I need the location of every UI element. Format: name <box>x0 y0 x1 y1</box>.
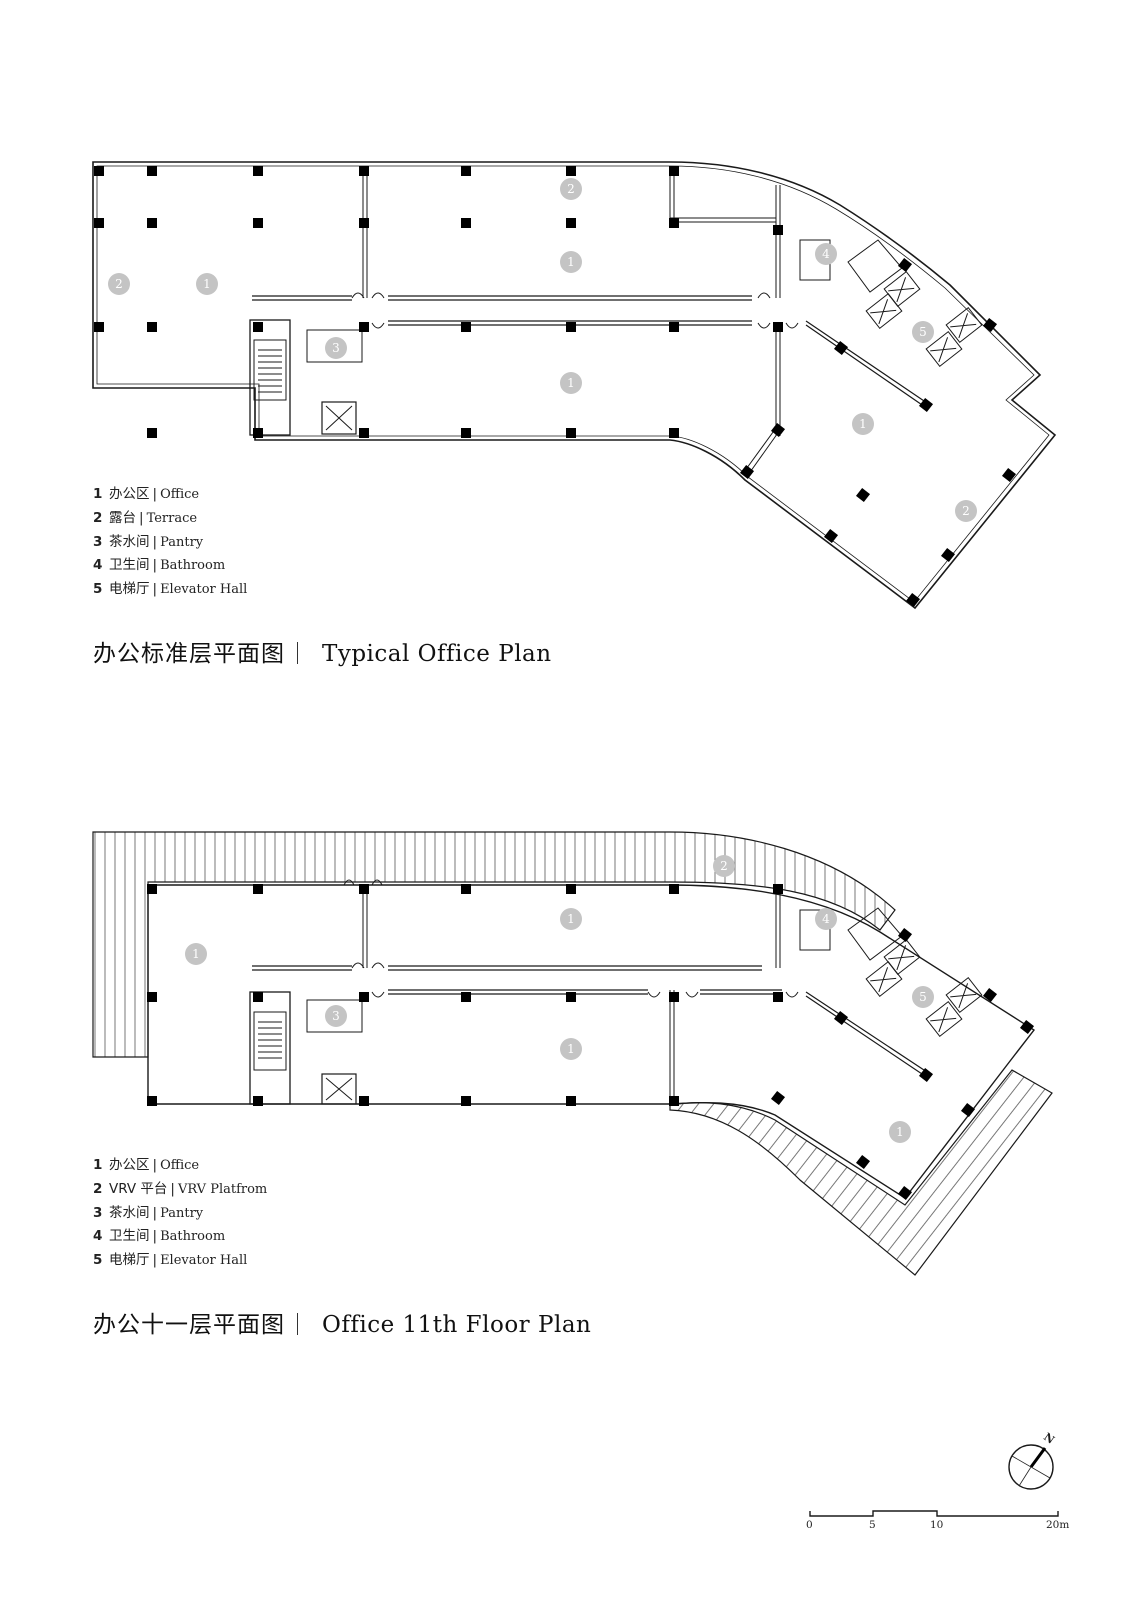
room-marker: 1 <box>560 1038 582 1060</box>
north-label: N <box>1041 1430 1057 1447</box>
svg-text:4: 4 <box>822 247 830 261</box>
scale-tick-label: 20m <box>1046 1519 1070 1531</box>
svg-text:1: 1 <box>567 255 575 269</box>
room-marker: 1 <box>889 1121 911 1143</box>
room-marker: 1 <box>196 273 218 295</box>
svg-text:3: 3 <box>332 341 340 355</box>
eleventh-plan-title: 办公十一层平面图 Office 11th Floor Plan <box>93 1305 591 1339</box>
svg-text:2: 2 <box>115 277 123 291</box>
typical-plan-title: 办公标准层平面图 Typical Office Plan <box>93 634 552 668</box>
scale-tick-label: 0 <box>806 1519 813 1531</box>
room-marker: 1 <box>185 943 207 965</box>
svg-text:1: 1 <box>567 376 575 390</box>
scale-tick-label: 5 <box>869 1519 876 1531</box>
title-divider <box>297 1313 298 1335</box>
room-marker: 1 <box>560 372 582 394</box>
room-marker: 2 <box>713 855 735 877</box>
typical-office-floor-plan: 2 1 2 1 1 3 4 5 1 2 <box>92 161 1057 610</box>
svg-text:2: 2 <box>962 504 970 518</box>
svg-text:1: 1 <box>203 277 211 291</box>
room-marker: 3 <box>325 337 347 359</box>
room-markers: 2 1 2 1 1 3 4 5 1 2 <box>108 178 977 522</box>
room-marker: 1 <box>560 251 582 273</box>
svg-text:3: 3 <box>332 1009 340 1023</box>
svg-text:1: 1 <box>567 1042 575 1056</box>
room-marker: 2 <box>560 178 582 200</box>
scale-bar <box>809 1510 1059 1517</box>
svg-text:1: 1 <box>859 417 867 431</box>
title-divider <box>297 642 298 664</box>
title-en: Office 11th Floor Plan <box>322 1312 592 1338</box>
room-marker: 5 <box>912 986 934 1008</box>
svg-text:1: 1 <box>192 947 200 961</box>
svg-text:1: 1 <box>896 1125 904 1139</box>
room-marker: 2 <box>955 500 977 522</box>
north-arrow-icon <box>1008 1444 1054 1490</box>
svg-text:4: 4 <box>822 912 830 926</box>
svg-text:2: 2 <box>567 182 575 196</box>
title-zh: 办公标准层平面图 <box>93 641 285 667</box>
svg-text:5: 5 <box>919 325 927 339</box>
room-marker: 1 <box>560 908 582 930</box>
scale-tick-label: 10 <box>930 1519 944 1531</box>
room-marker: 5 <box>912 321 934 343</box>
room-marker: 1 <box>852 413 874 435</box>
room-marker: 4 <box>815 243 837 265</box>
svg-text:1: 1 <box>567 912 575 926</box>
title-zh: 办公十一层平面图 <box>93 1312 285 1338</box>
svg-text:2: 2 <box>720 859 728 873</box>
room-marker: 3 <box>325 1005 347 1027</box>
room-marker: 4 <box>815 908 837 930</box>
room-marker: 2 <box>108 273 130 295</box>
title-en: Typical Office Plan <box>322 641 552 667</box>
svg-text:5: 5 <box>919 990 927 1004</box>
